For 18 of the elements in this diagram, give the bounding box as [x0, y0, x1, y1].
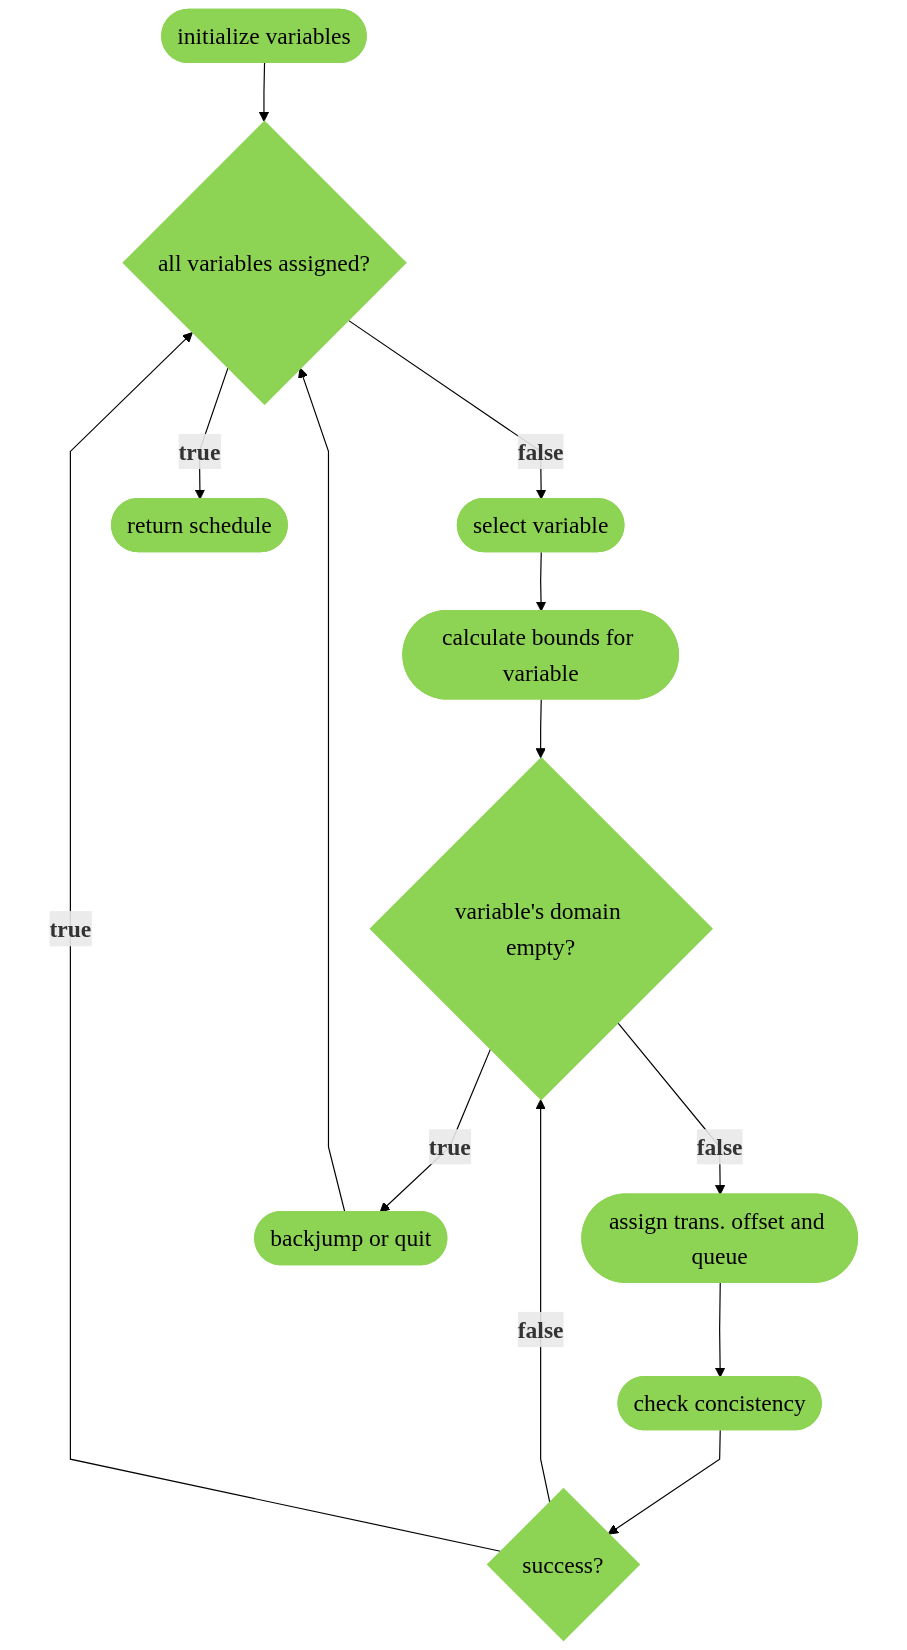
arrow	[715, 1282, 726, 1378]
edge-label: false	[517, 1316, 564, 1343]
arrow	[379, 1048, 492, 1213]
edge-label: true	[428, 1133, 471, 1160]
edge-label: true	[49, 915, 92, 942]
arrow	[69, 332, 502, 1552]
arrow	[607, 1429, 721, 1535]
node-diamond: success?	[486, 1487, 641, 1642]
edge-label: false	[517, 438, 564, 465]
arrow	[258, 62, 270, 122]
arrow	[535, 1099, 551, 1503]
arrow	[535, 698, 546, 759]
edge-label: true	[178, 438, 221, 465]
node-diamond: variable's domain empty?	[369, 757, 714, 1101]
node-diamond: all variables assigned?	[122, 120, 407, 406]
arrow	[298, 367, 346, 1213]
edge-label: false	[696, 1133, 743, 1160]
arrow	[535, 551, 547, 612]
